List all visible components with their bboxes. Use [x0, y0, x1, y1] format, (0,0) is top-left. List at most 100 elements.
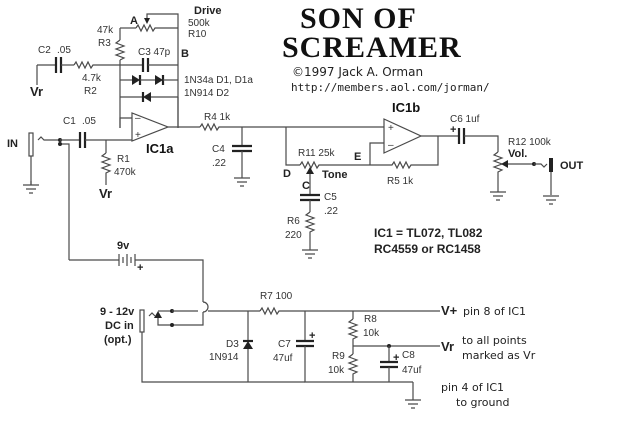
drive-value: 500k	[188, 18, 211, 29]
tone-label: Tone	[322, 169, 347, 181]
c7-plus: +	[309, 330, 315, 342]
r3-ref: R3	[98, 38, 111, 49]
r8-ref: R8	[364, 314, 377, 325]
r6-value: 220	[285, 230, 302, 241]
dc-label-2: DC in	[105, 320, 134, 332]
battery-label: 9v	[117, 240, 130, 252]
input-jack[interactable]	[28, 132, 34, 157]
r8-resistor	[347, 318, 359, 346]
ic-note-line2: RC4559 or RC1458	[374, 242, 481, 256]
input-label: IN	[7, 138, 18, 150]
r3-value: 47k	[97, 25, 114, 36]
r4-resistor	[199, 122, 384, 132]
c5-capacitor	[300, 193, 320, 202]
d3-value: 1N914	[209, 352, 239, 363]
r6-ref: R6	[287, 216, 300, 227]
vplus-label: V+	[441, 303, 458, 318]
ic1b-opamp	[383, 118, 423, 154]
r1-ref: R1	[117, 154, 130, 165]
vplus-note: pin 8 of IC1	[463, 305, 526, 318]
c6-plus: +	[450, 124, 456, 136]
c2-capacitor	[54, 57, 63, 73]
ic1a-label: IC1a	[146, 141, 174, 156]
output-label: OUT	[560, 160, 584, 172]
vol-label: Vol.	[508, 148, 527, 160]
r12-pot	[492, 151, 504, 192]
r5-resistor	[370, 136, 439, 170]
pot-wiper-arrow	[144, 18, 150, 24]
r11-pot	[299, 160, 370, 170]
c8-value: 47uf	[402, 365, 422, 376]
vr-note-2: marked as Vr	[462, 349, 536, 362]
ic1a-plus: +	[135, 130, 141, 141]
ic1b-plus: +	[388, 123, 394, 134]
c3-label: C3 47p	[138, 47, 171, 58]
feedback-network	[36, 13, 179, 128]
ic1a-opamp	[131, 112, 170, 142]
d1-label: 1N34a D1, D1a	[184, 75, 253, 86]
c6-capacitor	[457, 128, 466, 144]
node-a: A	[130, 15, 138, 27]
c1-value: .05	[82, 116, 96, 127]
d1a-diode-icon	[155, 75, 163, 85]
dc-jack[interactable]	[139, 309, 145, 333]
battery-plus: +	[137, 262, 143, 274]
ic1a-minus: –	[135, 113, 141, 124]
output-jack[interactable]	[549, 158, 553, 172]
dc-label-3: (opt.)	[104, 334, 132, 346]
gnd-note-2: to ground	[456, 396, 509, 409]
author-url[interactable]: http://members.aol.com/jorman/	[291, 81, 490, 94]
ic1b-label: IC1b	[392, 100, 420, 115]
c1-capacitor	[78, 132, 87, 148]
c7-ref: C7	[278, 339, 291, 350]
d1-diode-icon	[132, 75, 140, 85]
c4-capacitor	[232, 144, 252, 153]
r7-resistor	[259, 306, 440, 316]
r5-label: R5 1k	[387, 176, 414, 187]
drive-label: Drive	[194, 5, 222, 17]
r6-resistor	[304, 211, 316, 250]
c7-value: 47uf	[273, 353, 293, 364]
tone-wiper-arrow	[306, 167, 314, 174]
c8-ref: C8	[402, 350, 415, 361]
r10-pot	[135, 23, 178, 33]
c1-ref: C1	[63, 116, 76, 127]
drive-ref: R10	[188, 29, 207, 40]
gnd-note-1: pin 4 of IC1	[441, 381, 504, 394]
r2-resistor	[73, 60, 120, 70]
vol-wiper-arrow	[501, 160, 508, 168]
power-supply	[69, 254, 440, 409]
r9-ref: R9	[332, 351, 345, 362]
ic1b-stage	[369, 118, 559, 205]
c4-value: .22	[212, 158, 226, 169]
d2-diode-icon	[143, 92, 151, 102]
node-d: D	[283, 168, 291, 180]
copyright: ©1997 Jack A. Orman	[292, 65, 423, 79]
r7-label: R7 100	[260, 291, 293, 302]
d2-label: 1N914 D2	[184, 88, 229, 99]
c5-ref: C5	[324, 192, 337, 203]
r11-label: R11 25k	[298, 148, 336, 159]
r3-resistor	[114, 39, 126, 61]
vr-label-r1: Vr	[99, 186, 112, 201]
c2-ref: C2	[38, 45, 51, 56]
c5-value: .22	[324, 206, 338, 217]
c8-plus: +	[393, 352, 399, 364]
d3-diode-icon	[243, 341, 253, 349]
c6-label: C6 1uf	[450, 114, 480, 125]
title-line1: SON OF	[300, 2, 417, 35]
dc-label-1: 9 - 12v	[100, 306, 135, 318]
r4-label: R4 1k	[204, 112, 231, 123]
c4-ref: C4	[212, 144, 225, 155]
c2-value: .05	[57, 45, 71, 56]
vr-note-1: to all points	[462, 334, 527, 347]
r2-value: 4.7k	[82, 73, 102, 84]
r8-value: 10k	[363, 328, 380, 339]
r2-ref: R2	[84, 86, 97, 97]
ic-note-line1: IC1 = TL072, TL082	[374, 226, 483, 240]
ic1a-stage	[23, 97, 200, 260]
vr-label-c2: Vr	[30, 84, 43, 99]
r1-resistor	[100, 152, 112, 185]
